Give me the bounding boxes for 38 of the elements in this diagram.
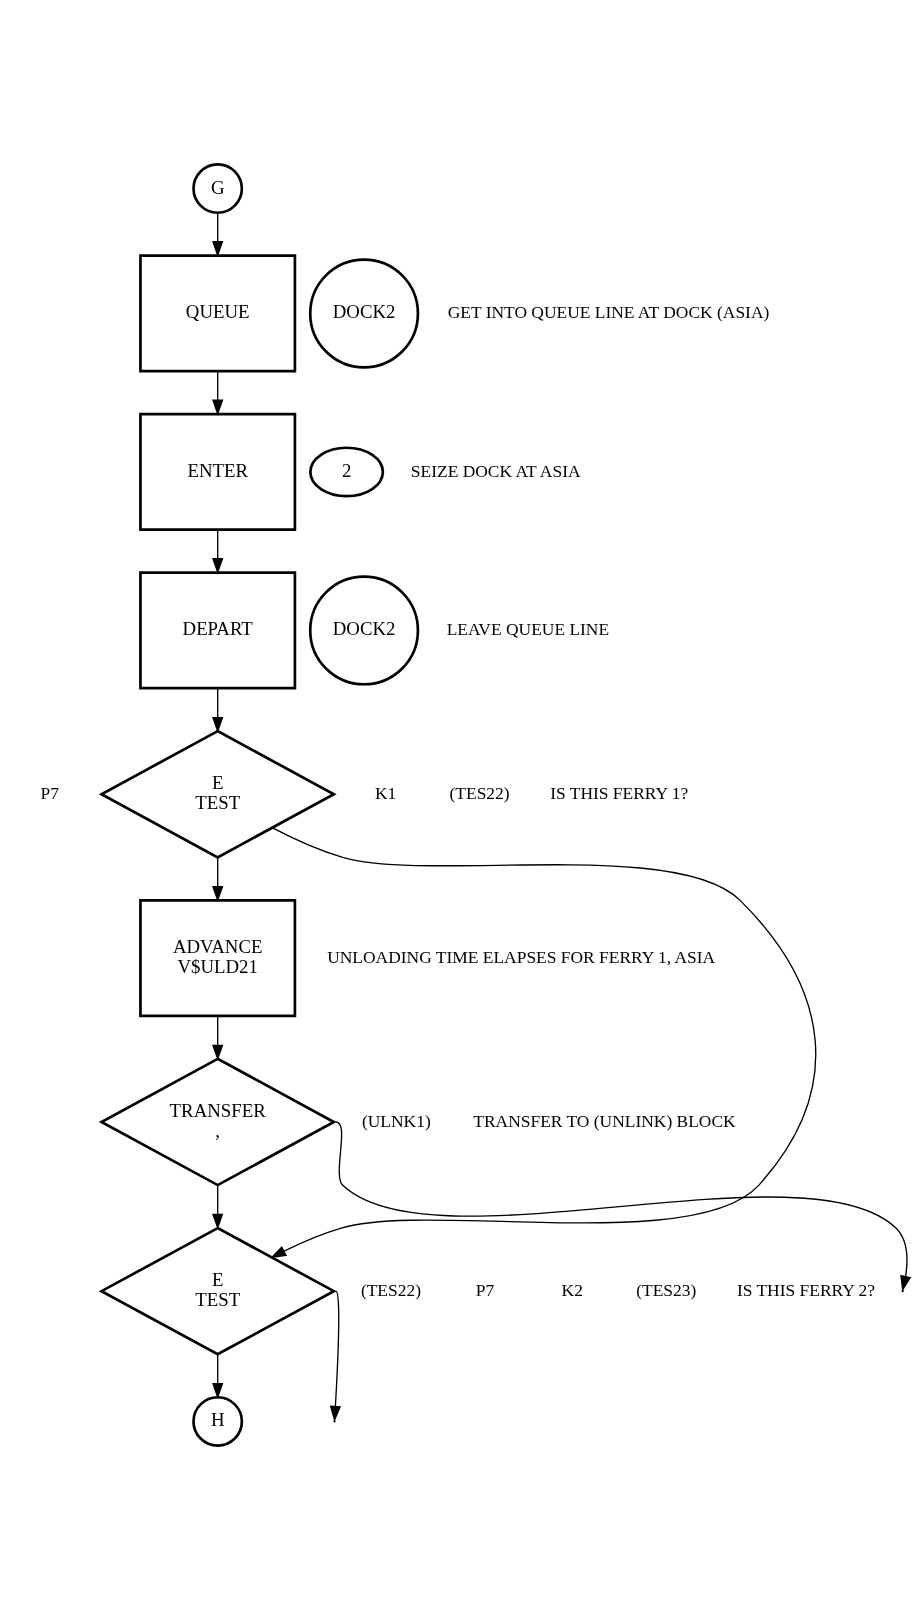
node-label: (TES22)	[360, 1279, 421, 1300]
node-circle: DOCK2	[308, 258, 420, 369]
arrow	[329, 1290, 342, 1423]
node-diamond: E TEST	[98, 1226, 337, 1356]
node-diamond: TRANSFER ,	[98, 1057, 337, 1187]
label: IS THIS FERRY 1?	[550, 782, 689, 803]
arrow	[212, 1015, 224, 1061]
node-circle: G	[192, 163, 244, 215]
node-circle: H	[192, 1395, 244, 1447]
node-label: K2	[561, 1279, 583, 1300]
label: GET INTO QUEUE LINE AT DOCK (ASIA)	[447, 302, 770, 323]
label: SEIZE DOCK AT ASIA	[410, 460, 581, 481]
node-box: ADVANCE V$ULD21	[139, 899, 297, 1018]
arrow	[212, 687, 224, 734]
arrow	[270, 827, 817, 1259]
node-box: DEPART	[139, 571, 297, 690]
node-ellipse: 2	[309, 446, 385, 498]
node-label: (TES23)	[636, 1279, 697, 1300]
arrow	[212, 370, 224, 416]
arrow	[212, 1184, 224, 1230]
arrow	[212, 856, 224, 903]
label: UNLOADING TIME ELAPSES FOR FERRY 1, ASIA	[327, 946, 716, 967]
node-label: P7	[475, 1279, 495, 1300]
node-box: ENTER	[139, 412, 297, 532]
node-label: (ULNK1)	[361, 1110, 431, 1131]
arrow	[212, 212, 224, 258]
arrow	[212, 1353, 224, 1400]
arrow	[335, 1121, 912, 1292]
node-box: QUEUE	[139, 254, 297, 373]
node-diamond: E TEST	[98, 729, 337, 859]
label: TRANSFER TO (UNLINK) BLOCK	[473, 1110, 736, 1131]
arrow	[212, 529, 224, 575]
node-label: P7	[40, 782, 60, 803]
label: IS THIS FERRY 2?	[736, 1279, 875, 1300]
node-label: (TES22)	[449, 782, 510, 803]
node-circle: DOCK2	[308, 575, 420, 686]
node-label: K1	[374, 782, 397, 803]
label: LEAVE QUEUE LINE	[446, 618, 610, 639]
